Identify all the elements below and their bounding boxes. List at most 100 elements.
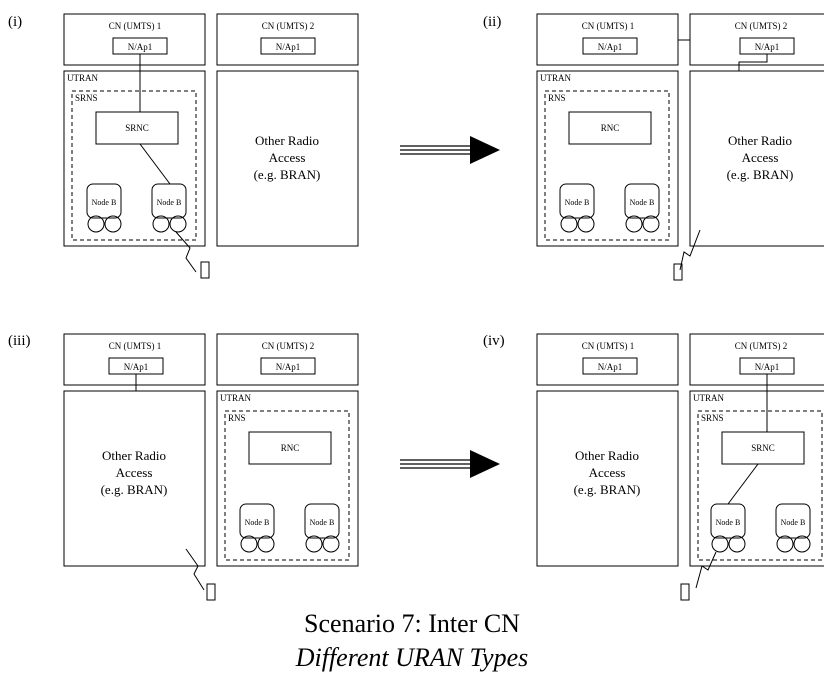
nap-label: N/Ap1	[755, 42, 780, 52]
nap-box	[582, 357, 638, 375]
panel-iv: (iv) CN (UMTS) 1 N/Ap1 CN (UMTS) 2 N/Ap1…	[483, 333, 824, 601]
other-access-line1: Other Radio	[575, 448, 639, 463]
node-b-label: Node B	[310, 518, 335, 527]
node-b-label: Node B	[781, 518, 806, 527]
utran-label: UTRAN	[540, 73, 571, 83]
node-b-right: Node B	[304, 503, 340, 553]
cn2-label: CN (UMTS) 2	[262, 21, 315, 31]
panel-ii: (ii) CN (UMTS) 1 N/Ap1 CN (UMTS) 2 N/Ap1…	[483, 13, 824, 281]
cn1-box	[536, 333, 679, 386]
nap-box	[260, 37, 316, 55]
nap-label: N/Ap1	[124, 362, 149, 372]
transition-arrow-bottom	[400, 450, 500, 478]
cn2-box	[216, 333, 359, 386]
other-access-box	[689, 70, 824, 247]
other-access-line2: Access	[269, 150, 306, 165]
rns-box	[224, 410, 350, 561]
transition-arrow-top	[400, 136, 500, 164]
node-b-label: Node B	[157, 198, 182, 207]
iub-link	[727, 463, 759, 505]
other-access-line3: (e.g. BRAN)	[574, 482, 641, 497]
node-b-left: Node B	[86, 183, 122, 233]
ue-handset	[680, 583, 690, 601]
node-b-label: Node B	[245, 518, 270, 527]
rnc-label: RNC	[601, 123, 620, 133]
cn1-label: CN (UMTS) 1	[109, 341, 162, 351]
ue-handset	[673, 263, 683, 281]
other-access-line1: Other Radio	[102, 448, 166, 463]
node-b-right: Node B	[775, 503, 811, 553]
node-b-left: Node B	[710, 503, 746, 553]
caption-title: Scenario 7: Inter CN	[304, 609, 520, 638]
srnc-label: SRNC	[751, 443, 775, 453]
utran-box	[689, 390, 824, 567]
rns-label: RNS	[228, 413, 246, 423]
cn1-box	[63, 333, 206, 386]
other-access-line1: Other Radio	[728, 133, 792, 148]
node-b-label: Node B	[92, 198, 117, 207]
node-b-label: Node B	[630, 198, 655, 207]
rnc-box	[248, 431, 332, 465]
panel-ii-label: (ii)	[483, 14, 501, 30]
other-access-box	[216, 70, 359, 247]
panel-iii: (iii) CN (UMTS) 1 N/Ap1 CN (UMTS) 2 N/Ap…	[8, 333, 359, 601]
utran-label: UTRAN	[220, 393, 251, 403]
utran-box	[216, 390, 359, 567]
radio-link	[175, 231, 197, 273]
other-access-line2: Access	[116, 465, 153, 480]
utran-label: UTRAN	[67, 73, 98, 83]
panel-iii-label: (iii)	[8, 333, 31, 349]
utran-box	[63, 70, 206, 247]
cn2-to-other-link	[738, 54, 768, 71]
other-access-box	[63, 390, 206, 567]
cn1-label: CN (UMTS) 1	[582, 21, 635, 31]
rns-box	[544, 90, 670, 241]
nap-label: N/Ap1	[755, 362, 780, 372]
srns-box	[697, 410, 823, 561]
rns-label: RNS	[548, 93, 566, 103]
cn2-label: CN (UMTS) 2	[735, 21, 788, 31]
node-b-left: Node B	[239, 503, 275, 553]
panel-i: (i) CN (UMTS) 1 N/Ap1 CN (UMTS) 2 N/Ap1 …	[8, 13, 359, 279]
utran-label: UTRAN	[693, 393, 724, 403]
node-b-label: Node B	[716, 518, 741, 527]
caption-subtitle: Different URAN Types	[295, 643, 529, 672]
other-access-box	[536, 390, 679, 567]
nap-label: N/Ap1	[598, 362, 623, 372]
srns-box	[71, 90, 197, 241]
iub-link	[139, 143, 171, 185]
ue-handset	[200, 261, 210, 279]
cn2-label: CN (UMTS) 2	[735, 341, 788, 351]
cn1-label: CN (UMTS) 1	[109, 21, 162, 31]
srns-label: SRNS	[701, 413, 724, 423]
other-access-line3: (e.g. BRAN)	[727, 167, 794, 182]
cn2-label: CN (UMTS) 2	[262, 341, 315, 351]
rnc-label: RNC	[281, 443, 300, 453]
cn2-box	[216, 13, 359, 66]
nap-box	[582, 37, 638, 55]
nap-label: N/Ap1	[128, 42, 153, 52]
node-b-label: Node B	[565, 198, 590, 207]
radio-link	[695, 551, 717, 589]
cn1-label: CN (UMTS) 1	[582, 341, 635, 351]
other-access-line2: Access	[589, 465, 626, 480]
node-b-right: Node B	[151, 183, 187, 233]
node-b-left: Node B	[559, 183, 595, 233]
utran-box	[536, 70, 679, 247]
radio-link	[679, 229, 701, 271]
panel-iv-label: (iv)	[483, 333, 505, 349]
ue-handset	[206, 583, 216, 601]
srnc-box	[721, 431, 805, 465]
other-access-line2: Access	[742, 150, 779, 165]
panel-i-label: (i)	[8, 14, 22, 30]
radio-link	[185, 548, 205, 591]
nap-label: N/Ap1	[276, 42, 301, 52]
nap-label: N/Ap1	[598, 42, 623, 52]
srns-label: SRNS	[75, 93, 98, 103]
other-access-line3: (e.g. BRAN)	[254, 167, 321, 182]
nap-box	[260, 357, 316, 375]
srnc-label: SRNC	[125, 123, 149, 133]
rnc-box	[568, 111, 652, 145]
node-b-right: Node B	[624, 183, 660, 233]
